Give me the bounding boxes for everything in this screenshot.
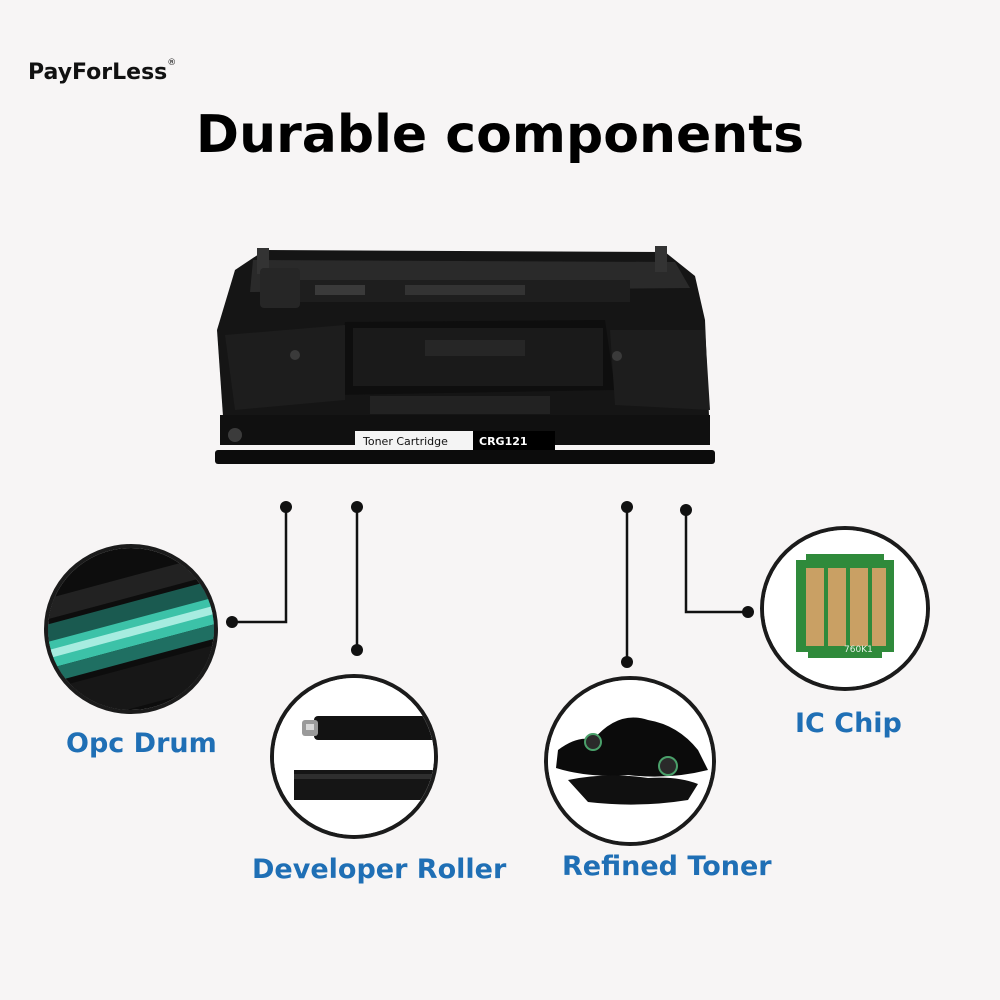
developer-roller-image	[270, 674, 438, 839]
ic-chip-image: 760K1	[760, 526, 930, 691]
refined-toner-image	[544, 676, 716, 846]
cartridge-label-text: Toner Cartridge	[362, 435, 448, 448]
page-title: Durable components	[195, 105, 805, 165]
refined-toner-label: Refined Toner	[562, 851, 772, 882]
brand-logo: PayForLess®	[28, 58, 177, 85]
ic-chip-label: IC Chip	[795, 708, 902, 739]
toner-cartridge-image: Toner Cartridge CRG121	[215, 246, 715, 464]
registered-mark: ®	[167, 58, 177, 68]
chip-code-text: 760K1	[844, 645, 873, 655]
brand-name: PayForLess	[28, 60, 168, 85]
developer-roller-label: Developer Roller	[252, 854, 507, 885]
opc-drum-image	[44, 544, 218, 714]
cartridge-model-text: CRG121	[479, 435, 528, 448]
opc-drum-label: Opc Drum	[66, 728, 217, 759]
